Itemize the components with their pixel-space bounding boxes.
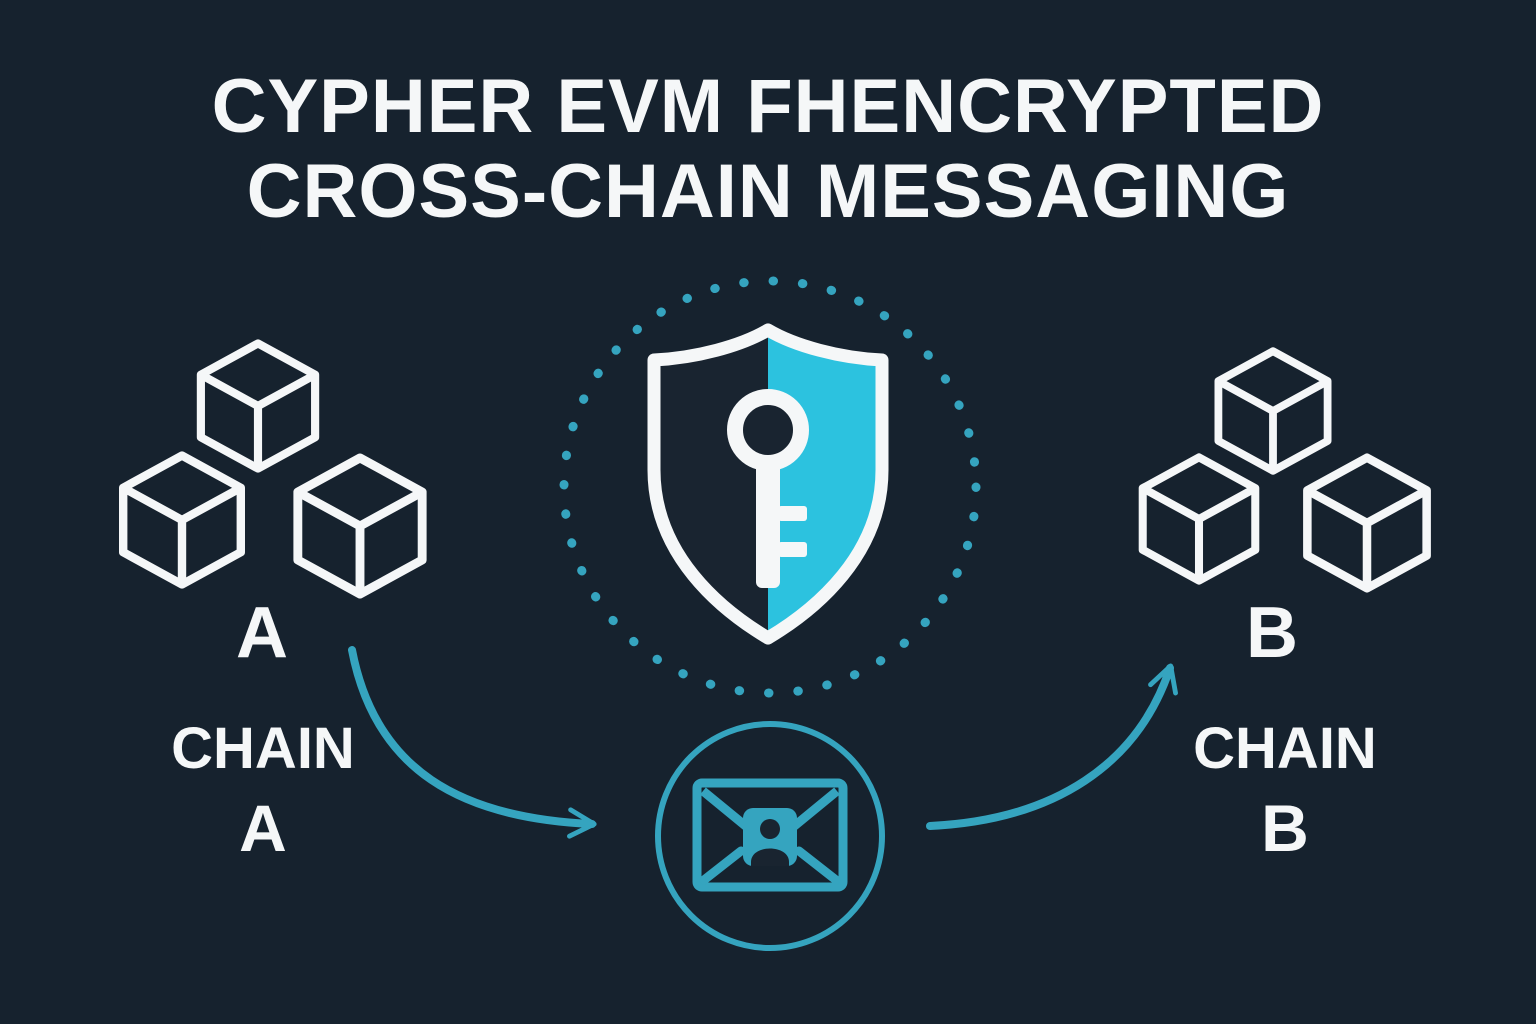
blockchain-cubes-icon-right: [1143, 351, 1427, 588]
encrypted-envelope-icon: [655, 721, 885, 951]
chain-a-caption-word: CHAIN: [171, 716, 355, 781]
blockchain-cubes-icon-left: [123, 343, 422, 594]
arrow-chain-a-to-message: [348, 646, 597, 839]
shield-key-icon: [647, 323, 889, 645]
page-title: CYPHER EVM FHENCRYPTED CROSS-CHAIN MESSA…: [0, 64, 1536, 234]
shield-outline: [647, 323, 889, 645]
key-icon: [727, 389, 809, 588]
dotted-circle: [559, 276, 981, 698]
chain-a-block-letter: A: [236, 593, 288, 673]
privacy-lock-badge: [743, 808, 797, 866]
chain-b-caption-word: CHAIN: [1193, 716, 1377, 781]
chain-a-caption-letter: A: [239, 790, 287, 865]
chain-a-caption: CHAIN A: [128, 716, 398, 867]
chain-b-caption-letter: B: [1261, 790, 1309, 865]
arrow-message-to-chain-b: [926, 663, 1178, 830]
chain-b-caption: CHAIN B: [1150, 716, 1420, 867]
title-line-1: CYPHER EVM FHENCRYPTED: [211, 64, 1325, 149]
title-line-2: CROSS-CHAIN MESSAGING: [246, 149, 1290, 235]
chain-b-block-letter: B: [1246, 593, 1298, 673]
